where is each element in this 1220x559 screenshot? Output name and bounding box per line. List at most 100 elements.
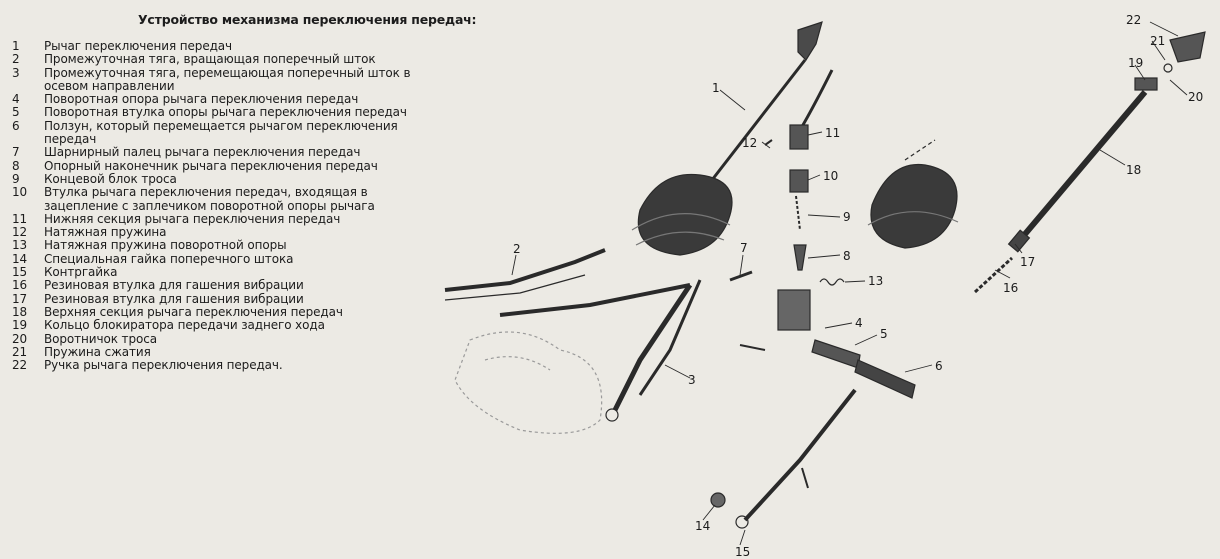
legend-text: Промежуточная тяга, перемещающая попереч… [44, 65, 411, 93]
legend-number: 19 [12, 318, 28, 333]
part-1-gear-lever [631, 21, 823, 256]
legend-number: 15 [12, 265, 28, 280]
legend-item: 14 Специальная гайка поперечного штока [12, 251, 432, 266]
part-7-pin [729, 270, 753, 282]
callout-16: 16 [1003, 281, 1018, 295]
legend-text: Опорный наконечник рычага переключения п… [44, 158, 378, 173]
legend-number: 7 [12, 145, 20, 160]
lower-rod [710, 388, 857, 529]
legend-text: Воротничок троса [44, 331, 157, 346]
legend-item: 11 Нижняя секция рычага переключения пере… [12, 211, 432, 226]
callout-18: 18 [1126, 163, 1141, 177]
legend-item: 18 Верхняя секция рычага переключения пер… [12, 304, 432, 319]
legend-number: 4 [12, 92, 20, 107]
callout-3: 3 [688, 373, 696, 387]
boot-duplicate [867, 139, 959, 249]
callout-12: 12 [742, 136, 757, 150]
legend-text: Кольцо блокиратора передачи заднего хода [44, 318, 325, 333]
callout-6: 6 [935, 359, 943, 373]
callout-22: 22 [1126, 13, 1141, 27]
legend-text: Рычаг переключения передач [44, 39, 233, 53]
legend-number: 17 [12, 291, 28, 306]
legend-number: 18 [12, 304, 28, 319]
legend-text: Натяжная пружина поворотной опоры [44, 238, 287, 253]
diagram-title: Устройство механизма переключения переда… [138, 12, 477, 27]
legend-text: Шарнирный палец рычага переключения пере… [44, 145, 361, 160]
legend-item: 7 Шарнирный палец рычага переключения пер… [12, 145, 432, 160]
callout-4: 4 [855, 316, 863, 330]
callout-20: 20 [1188, 90, 1203, 104]
callout-5: 5 [880, 327, 888, 341]
legend-number: 20 [12, 331, 28, 346]
legend-number: 1 [12, 39, 20, 53]
legend-number: 22 [12, 358, 28, 373]
legend-number: 6 [12, 118, 20, 133]
legend-item: 5 Поворотная втулка опоры рычага переключ… [12, 105, 432, 120]
callout-17: 17 [1020, 255, 1035, 269]
legend-text: Поворотная опора рычага переключения пер… [44, 92, 359, 107]
legend-text: Пружина сжатия [44, 344, 151, 359]
legend-text: Резиновая втулка для гашения вибрации [44, 278, 304, 293]
callout-19: 19 [1128, 56, 1143, 70]
legend-text: Контргайка [44, 265, 118, 280]
callout-2: 2 [513, 242, 521, 256]
legend-number: 16 [12, 278, 28, 293]
legend-text: Специальная гайка поперечного штока [44, 251, 294, 266]
legend-item: 6 Ползун, который перемещается рычагом пе… [12, 118, 432, 147]
legend-item: 21 Пружина сжатия [12, 344, 432, 359]
legend-item: 3 Промежуточная тяга, перемещающая попере… [12, 65, 432, 94]
callout-13: 13 [868, 274, 883, 288]
legend-item: 20 Воротничок троса [12, 331, 432, 346]
legend-text: Втулка рычага переключения передач, вход… [44, 185, 375, 213]
legend-number: 3 [12, 65, 20, 80]
legend-text: Ползун, который перемещается рычагом пер… [44, 118, 398, 147]
parts-8-11-stack [764, 69, 834, 271]
legend-number: 2 [12, 52, 20, 67]
legend-item: 15 Контргайка [12, 265, 432, 280]
legend-item: 12 Натяжная пружина [12, 225, 432, 240]
callout-10: 10 [823, 169, 838, 183]
legend-number: 14 [12, 251, 28, 266]
legend-number: 5 [12, 105, 20, 120]
legend-number: 11 [12, 211, 28, 226]
legend-number: 12 [12, 225, 28, 240]
callout-15: 15 [735, 545, 750, 559]
part-2-rod [444, 248, 606, 301]
legend-text: Поворотная втулка опоры рычага переключе… [44, 105, 407, 120]
legend-item: 8 Опорный наконечник рычага переключения … [12, 158, 432, 173]
legend-text: Верхняя секция рычага переключения перед… [44, 304, 343, 319]
callout-11: 11 [825, 126, 840, 140]
legend-item: 19 Кольцо блокиратора передачи заднего хо… [12, 318, 432, 333]
callout-21: 21 [1150, 34, 1165, 48]
part-18-upper-lever [973, 31, 1206, 294]
legend-item: 17 Резиновая втулка для гашения вибрации [12, 291, 432, 306]
parts-4-6 [739, 278, 916, 399]
legend-text: Промежуточная тяга, вращающая поперечный… [44, 52, 376, 67]
callout-7: 7 [740, 241, 748, 255]
legend-item: 2 Промежуточная тяга, вращающая поперечны… [12, 52, 432, 67]
legend-text: Натяжная пружина [44, 225, 167, 240]
part-3-rod [499, 279, 702, 422]
callout-8: 8 [843, 249, 851, 263]
legend-number: 9 [12, 171, 20, 186]
legend-item: 9 Концевой блок троса [12, 171, 432, 186]
legend-number: 8 [12, 158, 20, 173]
leader-lines [511, 21, 1188, 546]
legend-number: 21 [12, 344, 28, 359]
callout-9: 9 [843, 210, 851, 224]
legend-text: Резиновая втулка для гашения вибрации [44, 291, 304, 306]
callout-14: 14 [695, 519, 710, 533]
legend-item: 4 Поворотная опора рычага переключения пе… [12, 92, 432, 107]
legend-text: Ручка рычага переключения передач. [44, 358, 283, 373]
legend-text: Концевой блок троса [44, 171, 177, 186]
legend-item: 16 Резиновая втулка для гашения вибрации [12, 278, 432, 293]
gearbox-housing [454, 331, 603, 434]
callout-1: 1 [712, 81, 720, 95]
legend-text: Нижняя секция рычага переключения переда… [44, 211, 341, 226]
legend-item: 1 Рычаг переключения передач [12, 39, 432, 53]
